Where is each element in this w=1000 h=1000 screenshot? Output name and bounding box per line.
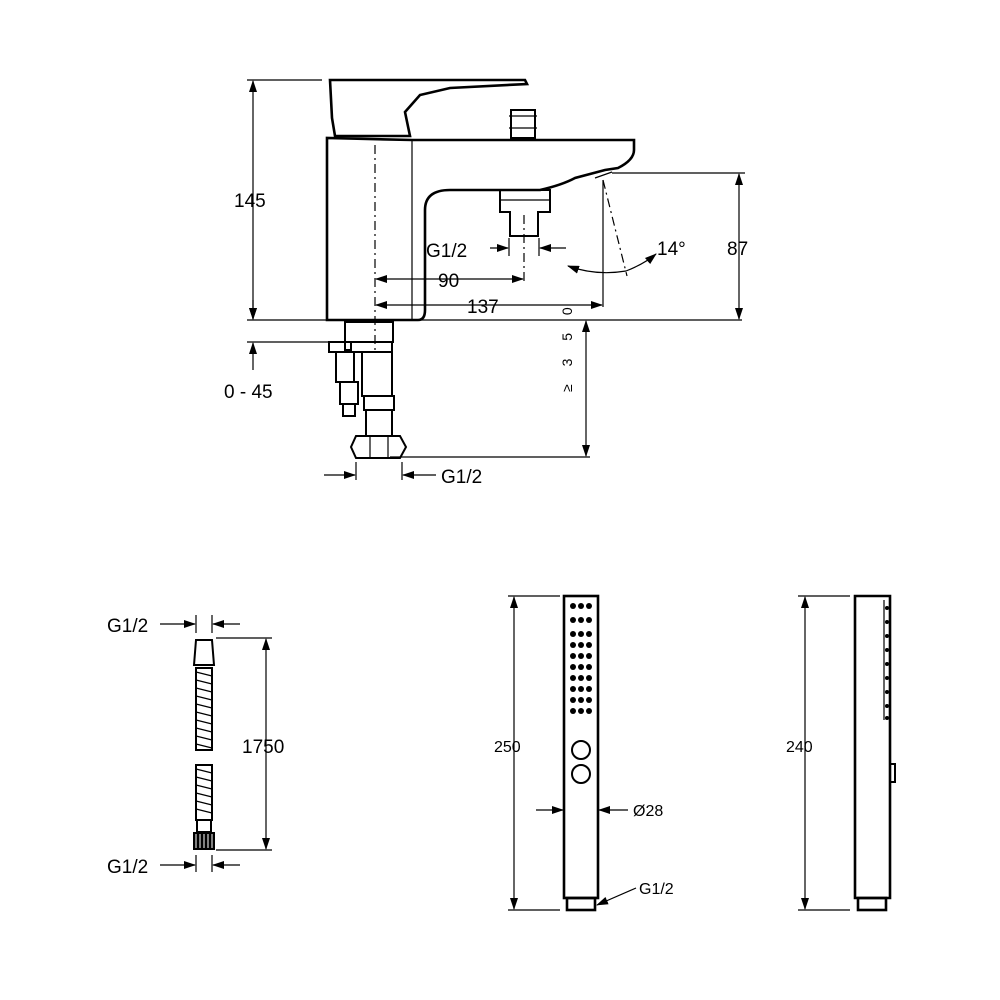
dim-label-deck-range: 0 - 45: [224, 382, 273, 403]
dim-label-spout-reach: 137: [467, 297, 499, 318]
dim-label-hose-top-thread: G1/2: [107, 616, 148, 637]
dim-label-min-clearance: ≥ 3 5 0: [559, 300, 575, 392]
dim-label-outlet-height: 87: [727, 239, 748, 260]
mixer-lever-handle: [328, 78, 530, 138]
outlet-connector: [499, 189, 551, 237]
shower-hose-drawing: G1/2 1750 G1/2: [107, 615, 284, 878]
dim-label-height: 145: [234, 191, 266, 212]
hand-shower-front-body: [562, 594, 600, 900]
dim-label-shower-diameter: Ø28: [633, 803, 663, 820]
mixer-body: [325, 136, 636, 322]
dim-label-spout-angle: 14°: [657, 239, 686, 260]
hand-shower-side-body: [853, 594, 892, 900]
dim-label-side-length: 240: [786, 739, 813, 756]
hand-shower-front-drawing: 250 Ø28 G1/2: [494, 594, 674, 912]
spray-mode-button-top: [571, 740, 591, 760]
bath-mixer-drawing: 145 87 0 - 45 90 137 G1/2 14° ≥ 3 5 0 G1…: [224, 78, 748, 488]
diverter-knob: [510, 109, 536, 139]
dim-label-outlet-thread: G1/2: [426, 241, 467, 262]
hand-shower-side-drawing: 240: [786, 594, 896, 912]
dim-label-shower-length: 250: [494, 739, 521, 756]
spray-mode-button-bottom: [571, 764, 591, 784]
mounting-shank: [328, 321, 408, 459]
spray-nozzles: [570, 603, 592, 714]
angle-arc: [567, 253, 657, 274]
dim-label-hose-bottom-thread: G1/2: [107, 857, 148, 878]
dim-label-diverter-offset: 90: [438, 271, 459, 292]
dim-label-shower-thread: G1/2: [639, 881, 674, 898]
dim-label-hose-length: 1750: [242, 737, 284, 758]
dim-label-supply-thread: G1/2: [441, 467, 482, 488]
